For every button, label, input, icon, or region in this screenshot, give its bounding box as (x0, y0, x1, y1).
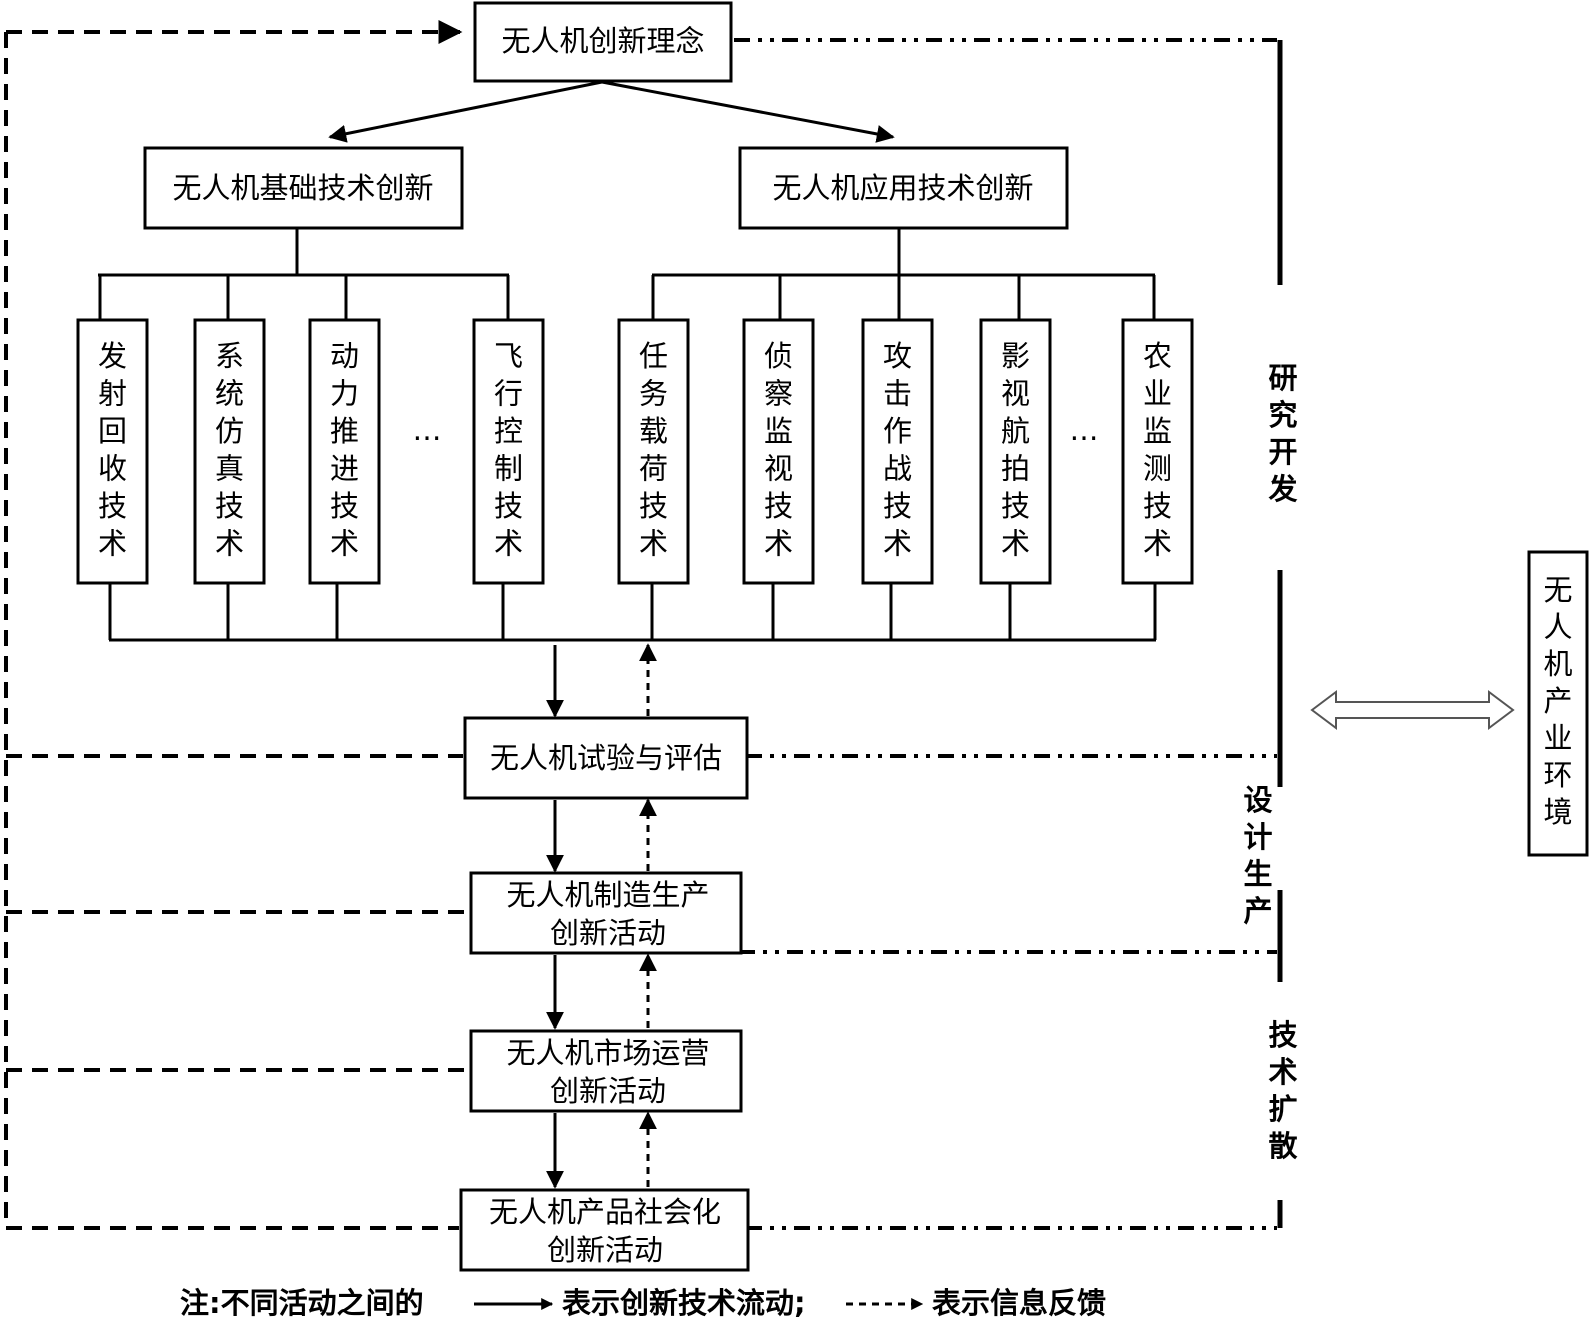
legend-note: 注:不同活动之间的 表示创新技术流动; 表示信息反馈 (180, 1286, 1106, 1320)
ellipsis-applied: … (1070, 413, 1105, 447)
stage-links-right (734, 38, 1277, 1230)
stage-label-design: 设计生产 (1243, 783, 1272, 928)
basic-tech-box-1: 发射回收技术 (76, 318, 149, 585)
applied-tech-box-3: 攻击作战技术 (861, 318, 934, 585)
stage-label-diffusion: 技术扩散 (1268, 1018, 1297, 1163)
basic-tech-box-4: 飞行控制技术 (472, 318, 545, 585)
manufacture-label-1: 无人机制造生产 (506, 878, 709, 912)
applied-tech-label-5: 农业监测技术 (1143, 339, 1172, 561)
ellipsis-basic: … (413, 413, 448, 447)
applied-tech-box-2: 侦察监视技术 (742, 318, 815, 585)
basic-tech-label-2: 系统仿真技术 (215, 339, 244, 561)
basic-tech-box-3: 动力推进技术 (308, 318, 381, 585)
applied-tech-items: 任务载荷技术 侦察监视技术 攻击作战技术 影视航拍技术 农业监测技术 (617, 318, 1194, 585)
concept-arrows (328, 80, 895, 143)
basic-tech-label-4: 飞行控制技术 (494, 339, 523, 561)
applied-tech-label-3: 攻击作战技术 (883, 339, 912, 561)
manufacture-box: 无人机制造生产 创新活动 (469, 871, 743, 955)
tree-connectors (98, 228, 1157, 642)
applied-tech-box-4: 影视航拍技术 (979, 318, 1052, 585)
manufacture-label-2: 创新活动 (550, 916, 666, 950)
applied-tech-label-2: 侦察监视技术 (764, 339, 793, 561)
flow-arrows (546, 643, 657, 1189)
applied-tech-box-5: 农业监测技术 (1121, 318, 1194, 585)
market-label-2: 创新活动 (550, 1074, 666, 1108)
environment-label: 无人机产业环境 (1543, 573, 1572, 829)
feedback-bus-left (4, 20, 469, 1230)
concept-box: 无人机创新理念 (473, 1, 733, 83)
basic-tech-box-2: 系统仿真技术 (193, 318, 266, 585)
environment-box: 无人机产业环境 (1527, 550, 1589, 857)
social-label-1: 无人机产品社会化 (489, 1195, 721, 1229)
basic-tech-box: 无人机基础技术创新 (143, 146, 464, 230)
applied-tech-label-1: 任务载荷技术 (639, 339, 668, 561)
social-box: 无人机产品社会化 创新活动 (459, 1188, 750, 1272)
trial-box: 无人机试验与评估 (463, 716, 749, 800)
note-dashed-meaning: 表示信息反馈 (932, 1286, 1106, 1320)
double-arrow-icon (1310, 690, 1515, 730)
basic-tech-label-1: 发射回收技术 (98, 339, 127, 561)
trial-label: 无人机试验与评估 (490, 741, 722, 775)
applied-tech-label: 无人机应用技术创新 (772, 171, 1033, 205)
note-solid-meaning: 表示创新技术流动; (562, 1286, 806, 1320)
applied-tech-label-4: 影视航拍技术 (1001, 339, 1030, 561)
basic-tech-items: 发射回收技术 系统仿真技术 动力推进技术 飞行控制技术 (76, 318, 545, 585)
social-label-2: 创新活动 (547, 1233, 663, 1267)
concept-label: 无人机创新理念 (501, 24, 704, 58)
basic-tech-label: 无人机基础技术创新 (172, 171, 433, 205)
note-prefix: 注:不同活动之间的 (180, 1286, 424, 1320)
stage-label-rd: 研究开发 (1267, 361, 1297, 506)
applied-tech-box: 无人机应用技术创新 (738, 146, 1069, 230)
market-label-1: 无人机市场运营 (506, 1036, 709, 1070)
applied-tech-box-1: 任务载荷技术 (617, 318, 690, 585)
basic-tech-label-3: 动力推进技术 (330, 339, 359, 561)
market-box: 无人机市场运营 创新活动 (469, 1029, 743, 1113)
